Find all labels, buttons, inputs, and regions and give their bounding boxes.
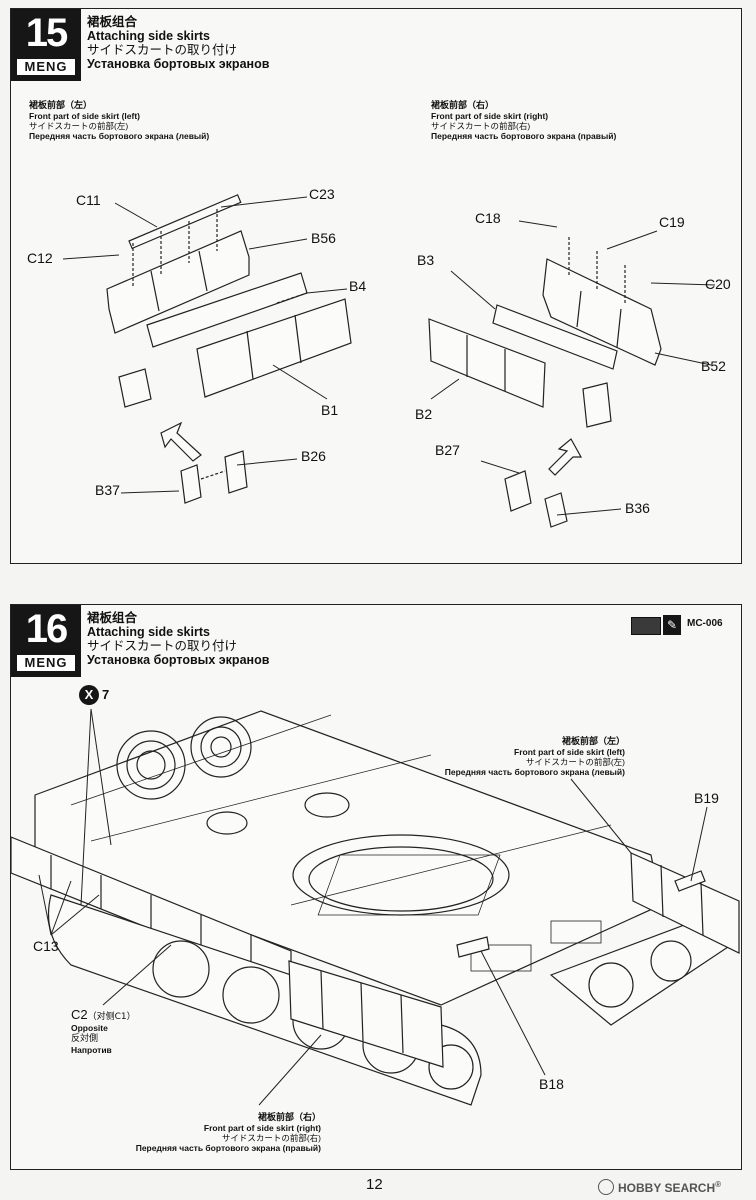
part-label-b4: B4 [349,278,367,294]
watermark-logo-icon [598,1179,614,1195]
note-cn: 裙板前部（左） [29,101,93,111]
opposite-cn: （对侧C1） [87,1012,136,1022]
part-label-b2: B2 [415,406,433,422]
quantity-value: 7 [102,687,110,702]
left-skirt-panel [196,292,352,398]
opposite-part: C2 [71,1007,88,1022]
part-label-b26: B26 [301,448,326,464]
paint-code: MC-006 [687,618,723,629]
title-jp: サイドスカートの取り付け [87,639,238,653]
part-label-b1: B1 [321,402,339,418]
opposite-side-note: C2（对侧C1） Opposite 反対側 Напротив [71,1007,136,1056]
deck-panels [70,714,612,972]
step-number: 16 [25,607,69,651]
watermark: HOBBY SEARCH® [598,1179,721,1195]
engine-deck-fans [116,716,350,835]
turret-ring [292,834,510,916]
right-arrow [548,438,583,476]
brand-logo: MENG [17,655,75,671]
note-en: Front part of side skirt (left) [514,747,625,757]
title-jp: サイドスカートの取り付け [87,43,238,57]
right-skirt-plate [492,304,618,370]
part-label-b3: B3 [417,252,435,268]
b18-part [456,936,490,958]
note-jp: サイドスカートの前部(左) [525,757,625,767]
part-label-b56: B56 [311,230,336,246]
part-label-c13: C13 [33,938,59,954]
title-en: Attaching side skirts [87,29,210,43]
right-skirt-block [582,382,612,428]
step-15-titles: 裙板组合 Attaching side skirts サイドスカートの取り付け … [87,14,270,72]
note-ru: Передняя часть бортового экрана (левый) [29,131,210,141]
leader-lines [38,708,708,1106]
step-16-panel: 16 MENG 裙板组合 Attaching side skirts サイドスカ… [10,604,742,1170]
title-ru: Установка бортовых экранов [87,57,270,71]
note-cn: 裙板前部（右） [431,101,495,111]
right-skirt-frame [542,237,662,366]
step-number: 15 [25,11,69,55]
part-label-c23: C23 [309,186,335,202]
step-15-illustration [62,194,716,528]
note-ru: Передняя часть бортового экрана (правый) [431,131,617,141]
title-ru: Установка бортовых экранов [87,653,270,667]
part-label-c18: C18 [475,210,501,226]
brand-logo: MENG [17,59,75,75]
note-cn: 裙板前部（左） [561,737,625,747]
title-cn: 裙板组合 [87,610,138,625]
left-bracket-pair [180,450,248,504]
right-skirt-note: 裙板前部（右） Front part of side skirt (right)… [431,101,616,141]
far-track [549,914,732,1026]
part-label-c20: C20 [705,276,731,292]
part-label-c12: C12 [27,250,53,266]
top-skirt-note: 裙板前部（左） Front part of side skirt (left) … [417,737,625,777]
watermark-text: HOBBY SEARCH [618,1181,716,1195]
left-arrow [160,421,202,462]
front-right-skirt [288,960,444,1068]
step-16-titles: 裙板组合 Attaching side skirts サイドスカートの取り付け … [87,610,270,668]
paint-callout: ✎ MC-006 [631,615,743,635]
part-label-b19: B19 [694,790,719,806]
part-label-b36: B36 [625,500,650,516]
step-15-panel: 15 MENG 裙板组合 Attaching side skirts サイドスカ… [10,8,742,564]
note-cn: 裙板前部（右） [257,1113,321,1123]
note-en: Front part of side skirt (right) [431,111,549,121]
note-jp: サイドスカートの前部(右) [431,121,531,131]
opposite-jp: 反対側 [71,1034,99,1044]
title-en: Attaching side skirts [87,625,210,639]
left-skirt-block [118,368,152,408]
front-left-skirt [630,852,740,954]
note-jp: サイドスカートの前部(左) [29,121,129,131]
paint-swatch [631,617,661,635]
step-15-badge: 15 MENG [11,9,81,81]
note-jp: サイドスカートの前部(右) [221,1133,321,1143]
left-skirt-frame [106,194,250,334]
part-label-b27: B27 [435,442,460,458]
multiply-icon: X [79,685,99,705]
left-skirt-note: 裙板前部（左） Front part of side skirt (left) … [29,101,209,141]
note-ru: Передняя часть бортового экрана (правый) [135,1143,321,1153]
opposite-ru: Напротив [71,1045,112,1055]
opposite-en: Opposite [71,1023,108,1033]
note-en: Front part of side skirt (left) [29,111,140,121]
page-number: 12 [366,1176,383,1193]
brush-icon: ✎ [663,615,681,635]
part-label-b37: B37 [95,482,120,498]
part-label-c11: C11 [76,192,101,208]
part-label-b18: B18 [539,1076,564,1092]
part-label-b52: B52 [701,358,726,374]
note-en: Front part of side skirt (right) [203,1123,321,1133]
part-label-c19: C19 [659,214,685,230]
note-ru: Передняя часть бортового экрана (левый) [444,767,625,777]
bottom-skirt-note: 裙板前部（右） Front part of side skirt (right)… [121,1113,321,1153]
right-bracket-pair [504,470,568,528]
right-skirt-panel [428,318,546,408]
step-16-badge: 16 MENG [11,605,81,677]
step-16-illustration [11,708,740,1106]
title-cn: 裙板组合 [87,14,138,29]
